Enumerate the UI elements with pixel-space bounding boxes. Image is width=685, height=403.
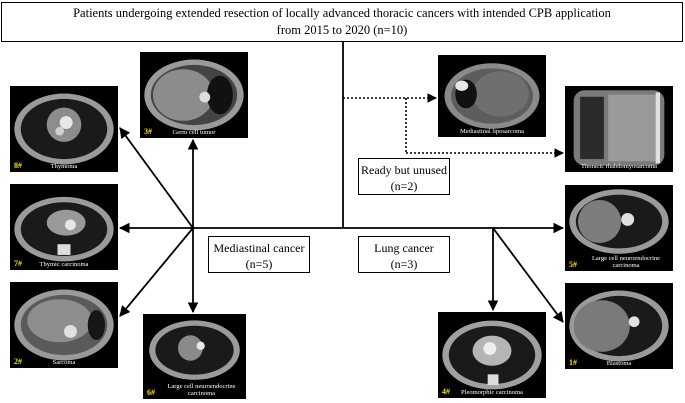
case-number: 5# [569,260,577,269]
case-number: 4# [442,387,450,396]
category-label: Lung cancer [374,241,434,255]
ct-panel-thymoma: Thymoma 8# [10,86,118,172]
ct-panel-sarcoma: Sarcoma 2# [10,282,118,368]
ct-panel-mediastinal-liposarcoma: Mediastinal liposarcoma [438,55,546,137]
category-label: Ready but unused [361,163,447,177]
ct-caption: Thymoma [50,163,78,170]
case-number: 6# [147,388,155,397]
title-line-2: from 2015 to 2020 (n=10) [276,23,408,37]
ct-panel-pleomorphic-carcinoma: Pleomorphic carcinoma 4# [438,312,546,398]
ct-scan-image [14,289,114,361]
ct-caption: Mediastinal liposarcoma [459,128,525,135]
ct-panel-lcnec-mediastinal: Large cell neuroendocrine carcinoma 6# [143,314,246,399]
ct-scan-image [569,290,669,362]
ct-caption: Thoracic rhabdomyosarcoma [581,163,657,170]
lung-cancer-box: Lung cancer (n=3) [358,236,450,273]
ct-panel-germ-cell-tumor: Germ cell tumor 3# [140,52,248,138]
title-line-1: Patients undergoing extended resection o… [73,6,611,20]
ready-but-unused-box: Ready but unused (n=2) [358,158,450,195]
case-number: 7# [14,259,22,268]
ct-caption: Sarcoma [52,359,76,366]
ct-caption: Pleomorphic carcinoma [461,389,523,396]
ct-scan-image [14,196,114,262]
ct-caption: Blastoma [606,360,632,367]
ct-scan-image [573,90,665,166]
ct-panel-lcnec-lung: Large cell neuroendocrine carcinoma 5# [565,185,673,271]
case-number: 3# [144,127,152,136]
ct-caption: Large cell neuroendocrine carcinoma [591,255,661,269]
category-count: (n=2) [390,179,418,193]
category-count: (n=3) [390,257,418,271]
case-number: 1# [569,358,577,367]
case-number: 8# [14,161,22,170]
ct-scan-image [569,189,669,254]
ct-caption: Germ cell tumor [172,129,216,136]
category-count: (n=5) [245,257,273,271]
ct-scan-image [14,93,114,165]
ct-scan-image [149,320,240,380]
mediastinal-cancer-box: Mediastinal cancer (n=5) [208,236,310,273]
category-label: Mediastinal cancer [213,241,305,255]
ct-panel-thoracic-rhabdomyosarcoma: Thoracic rhabdomyosarcoma [565,86,673,172]
title-box: Patients undergoing extended resection o… [1,2,683,42]
ct-scan-image [144,59,244,131]
ct-panel-blastoma: Blastoma 1# [565,283,673,369]
ct-panel-thymic-carcinoma: Thymic carcinoma 7# [10,184,118,270]
case-number: 2# [14,357,22,366]
ct-caption: Large cell neuroendocrine carcinoma [167,383,236,397]
ct-scan-image [442,320,542,390]
ct-scan-image [444,63,540,129]
ct-caption: Thymic carcinoma [39,261,89,268]
